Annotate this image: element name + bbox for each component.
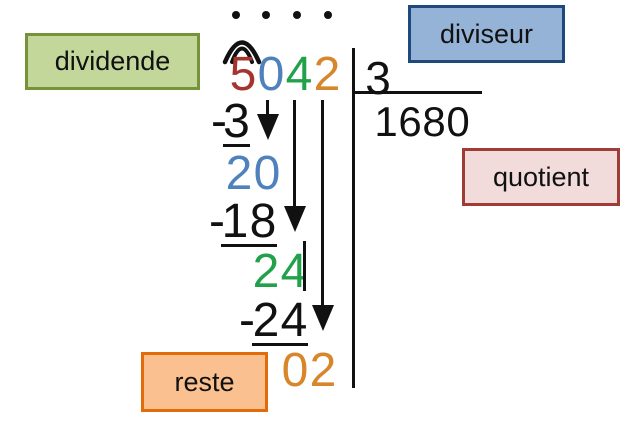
subtrahend-digit: 3 — [223, 95, 250, 148]
subtraction-row-2: - 1 8 — [209, 195, 277, 248]
minus-sign: - — [239, 294, 255, 347]
diviseur-label: diviseur — [439, 18, 534, 49]
remainder-row-2: 2 4 — [252, 245, 308, 298]
remainder-digit: 0 — [281, 344, 309, 397]
quotient-digit: 6 — [398, 98, 422, 145]
bring-down-arrow-icon — [321, 100, 324, 305]
place-dot-icon — [324, 11, 332, 19]
dividend-digits: 5 0 4 2 — [229, 48, 341, 101]
quotient-digit: 8 — [422, 98, 446, 145]
dividend-digit: 5 — [229, 48, 257, 101]
subtraction-row-3: - 2 4 — [239, 294, 308, 347]
bring-down-arrow-icon — [293, 100, 296, 206]
group-arc-icon — [222, 40, 262, 65]
place-dot-icon — [262, 11, 270, 19]
bring-down-arrow-icon — [266, 100, 269, 114]
minus-sign: - — [211, 95, 227, 148]
place-dot-icon — [232, 11, 240, 19]
subtrahend-digit: 1 — [221, 195, 249, 248]
divisor-digit: 3 — [365, 52, 391, 104]
dividende-label: dividende — [54, 46, 171, 76]
division-vertical-bar — [352, 48, 355, 388]
remainder-digit: 2 — [252, 245, 280, 298]
remainder-digit: 4 — [280, 245, 308, 298]
subtrahend-digit: 4 — [280, 294, 308, 347]
reste-label-box: reste — [141, 352, 268, 412]
dividend-digit: 0 — [257, 48, 285, 101]
dividende-label-box: dividende — [25, 33, 200, 90]
subtrahend-digit: 2 — [252, 294, 280, 347]
division-horizontal-line — [352, 91, 482, 94]
final-remainder-row: 0 2 — [281, 344, 337, 397]
remainder-digit: 2 — [225, 147, 253, 200]
quotient-digit: 0 — [446, 98, 470, 145]
quotient-digit: 1 — [374, 98, 398, 145]
dividend-digit: 4 — [285, 48, 313, 101]
place-dot-icon — [293, 11, 301, 19]
reste-label: reste — [174, 366, 235, 397]
bring-down-guide-tick — [303, 241, 306, 291]
remainder-digit: 0 — [253, 147, 281, 200]
dividend-digit: 2 — [313, 48, 341, 101]
quotient-digits: 1 6 8 0 — [374, 98, 470, 145]
minus-sign: - — [209, 195, 225, 248]
subtraction-row-1: - 3 — [211, 95, 250, 148]
remainder-row-1: 2 0 — [225, 147, 281, 200]
remainder-digit: 2 — [309, 344, 337, 397]
subtrahend-digit: 8 — [249, 195, 277, 248]
quotient-label-box: quotient — [462, 148, 620, 206]
quotient-label: quotient — [492, 161, 590, 192]
diviseur-label-box: diviseur — [408, 5, 565, 63]
